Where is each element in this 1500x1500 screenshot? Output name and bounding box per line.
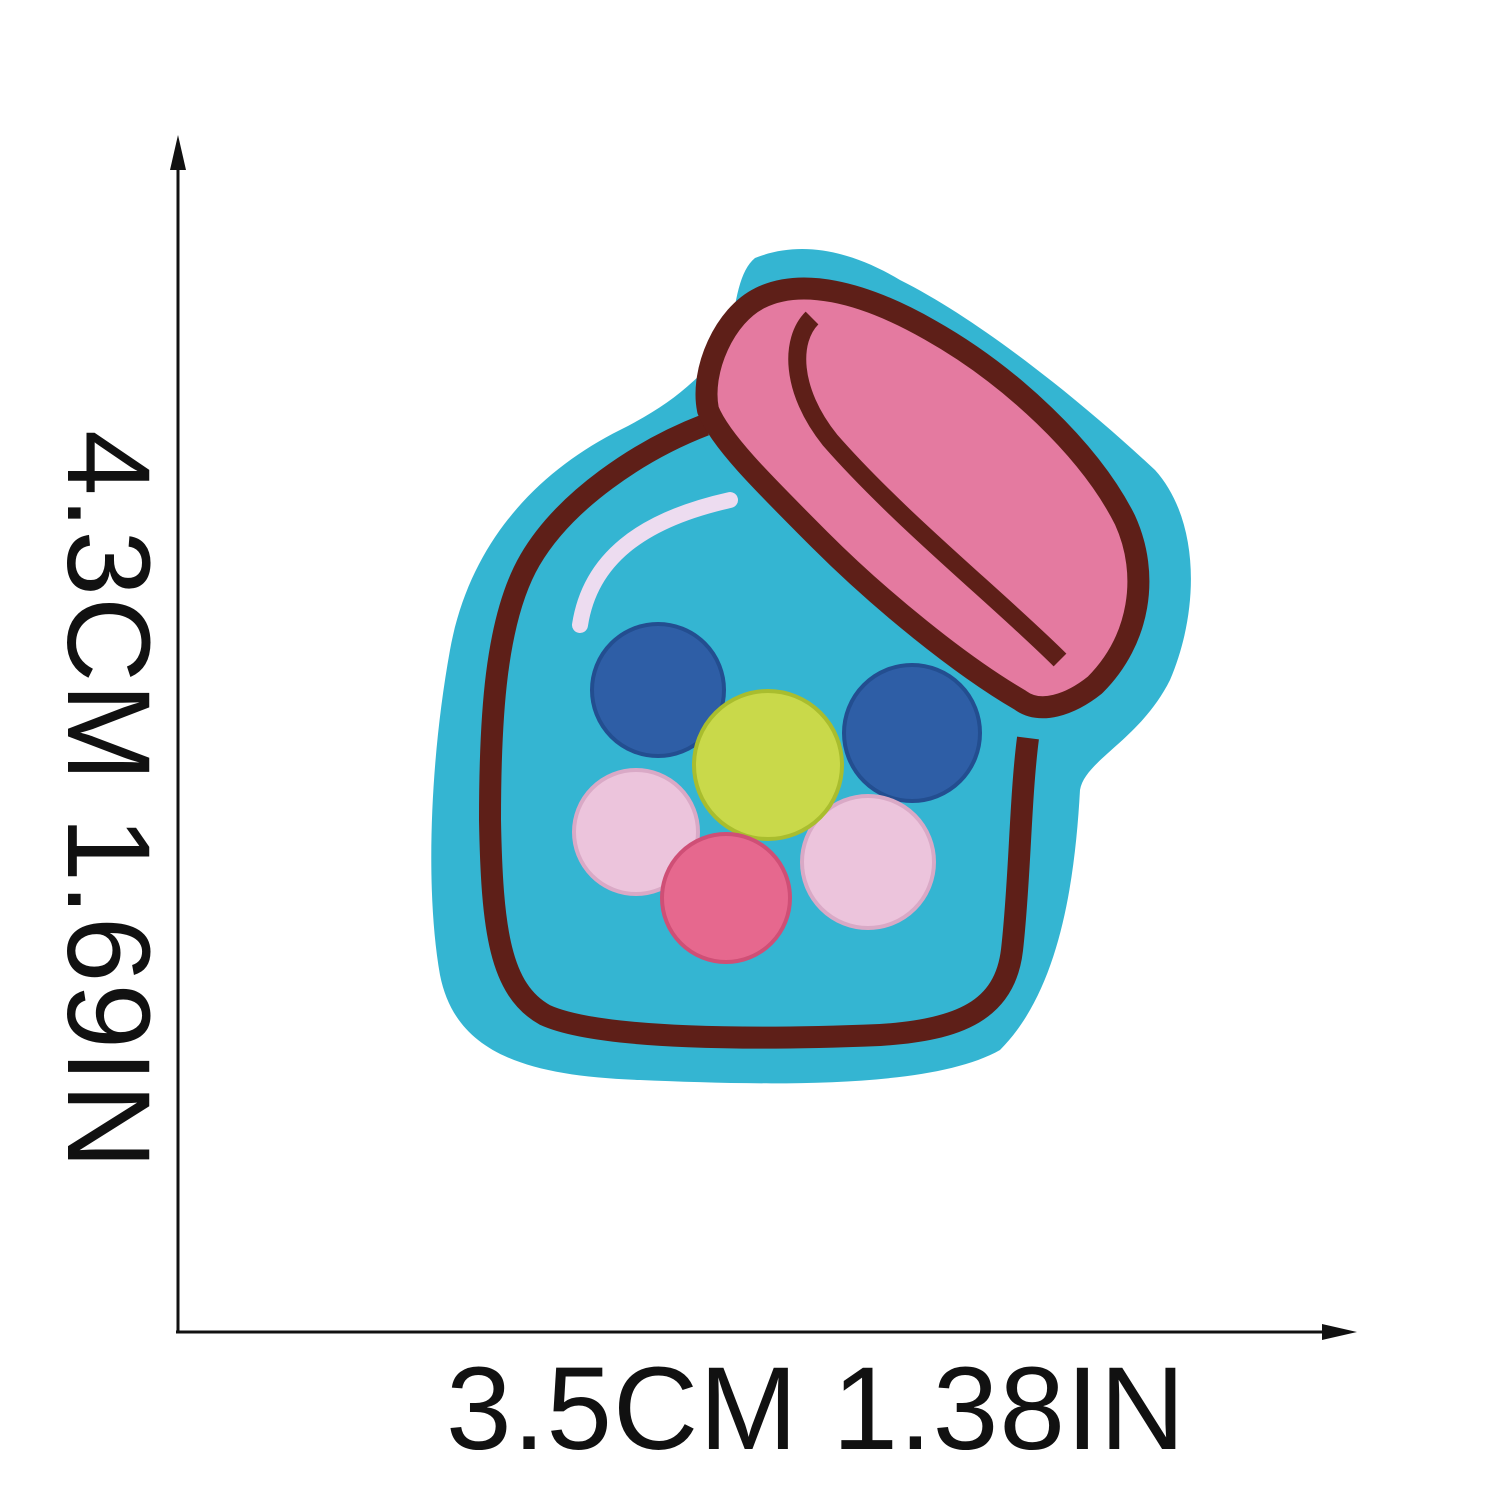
- vertical-axis-arrow: [170, 135, 186, 170]
- jar-highlight: [572, 492, 738, 633]
- candy-ball-blue-right: [842, 663, 982, 803]
- candy-ball-blue-left: [590, 622, 726, 758]
- candy-ball-pink: [660, 832, 792, 964]
- jar-body-outline: [479, 414, 1039, 1049]
- jar-lid-rim: [788, 311, 1067, 667]
- jar-lid: [695, 277, 1150, 719]
- height-dimension-label: 4.3CM 1.69IN: [42, 430, 174, 1170]
- candy-ball-light-pink-right: [800, 794, 936, 930]
- candy-ball-lime: [692, 689, 844, 841]
- candy-ball-light-pink-left: [572, 768, 700, 896]
- width-dimension-label: 3.5CM 1.38IN: [446, 1343, 1186, 1475]
- horizontal-axis-arrow: [1322, 1324, 1357, 1340]
